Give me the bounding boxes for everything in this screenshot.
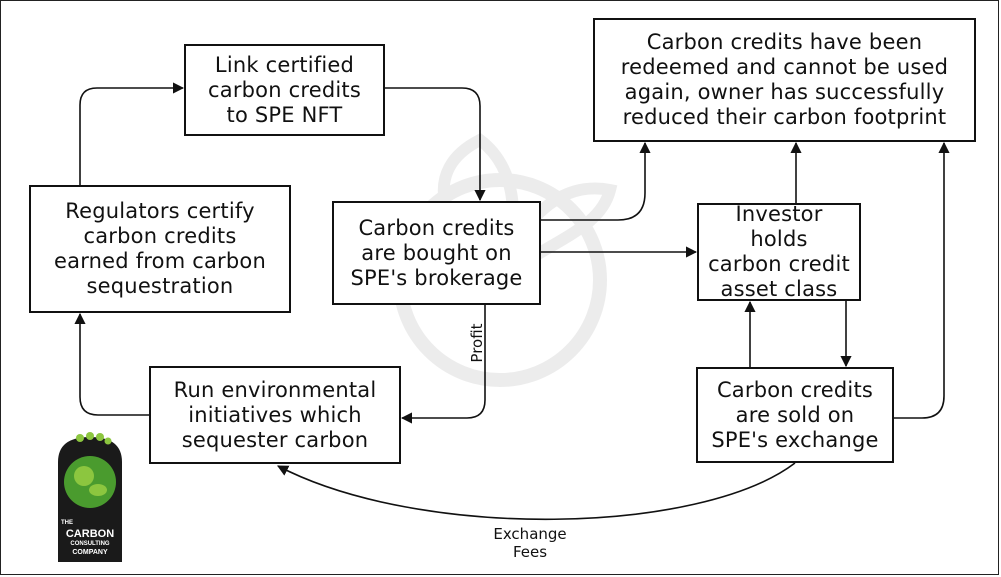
node-label: Carbon credits have been redeemed and ca… bbox=[620, 30, 949, 129]
logo-text-carbon: CARBON bbox=[65, 528, 115, 540]
logo-text-company: COMPANY bbox=[72, 549, 108, 556]
node-label: Link certified carbon credits to SPE NFT bbox=[208, 52, 361, 127]
node-label: Carbon credits are sold on SPE's exchang… bbox=[711, 377, 879, 452]
node-label: Run environmental initiatives which sequ… bbox=[173, 377, 377, 452]
node-credits-bought: Carbon credits are bought on SPE's broke… bbox=[332, 201, 541, 305]
logo-text-the: THE bbox=[61, 520, 73, 526]
node-run-initiatives: Run environmental initiatives which sequ… bbox=[149, 366, 401, 464]
node-link-credits-to-nft: Link certified carbon credits to SPE NFT bbox=[184, 44, 385, 136]
edge-bought-to-run bbox=[400, 305, 486, 424]
node-regulators-certify: Regulators certify carbon credits earned… bbox=[29, 185, 291, 313]
node-investor-holds: Investor holds carbon credit asset class bbox=[697, 202, 861, 301]
edge-link-to-bought bbox=[385, 87, 486, 202]
edge-sold-to-run bbox=[277, 462, 796, 521]
logo-text-consulting: CONSULTING bbox=[70, 541, 110, 547]
edge-sold-to-redeemed bbox=[894, 141, 950, 419]
company-logo: THE CARBON CONSULTING COMPANY bbox=[50, 432, 130, 571]
footprint-globe-icon bbox=[58, 432, 122, 562]
edge-bought-to-redeemed bbox=[541, 141, 651, 221]
edge-run-to-regulators bbox=[74, 312, 149, 416]
node-credits-redeemed: Carbon credits have been redeemed and ca… bbox=[593, 18, 976, 142]
edge-regulators-to-link bbox=[79, 82, 185, 185]
node-label: Carbon credits are bought on SPE's broke… bbox=[350, 215, 523, 290]
node-label: Regulators certify carbon credits earned… bbox=[54, 199, 266, 298]
node-credits-sold: Carbon credits are sold on SPE's exchang… bbox=[696, 367, 894, 463]
edge-label-profit: Profit bbox=[468, 323, 486, 363]
node-label: Investor holds carbon credit asset class bbox=[708, 202, 850, 301]
edge-label-exchange-fees: Exchange Fees bbox=[493, 525, 567, 561]
